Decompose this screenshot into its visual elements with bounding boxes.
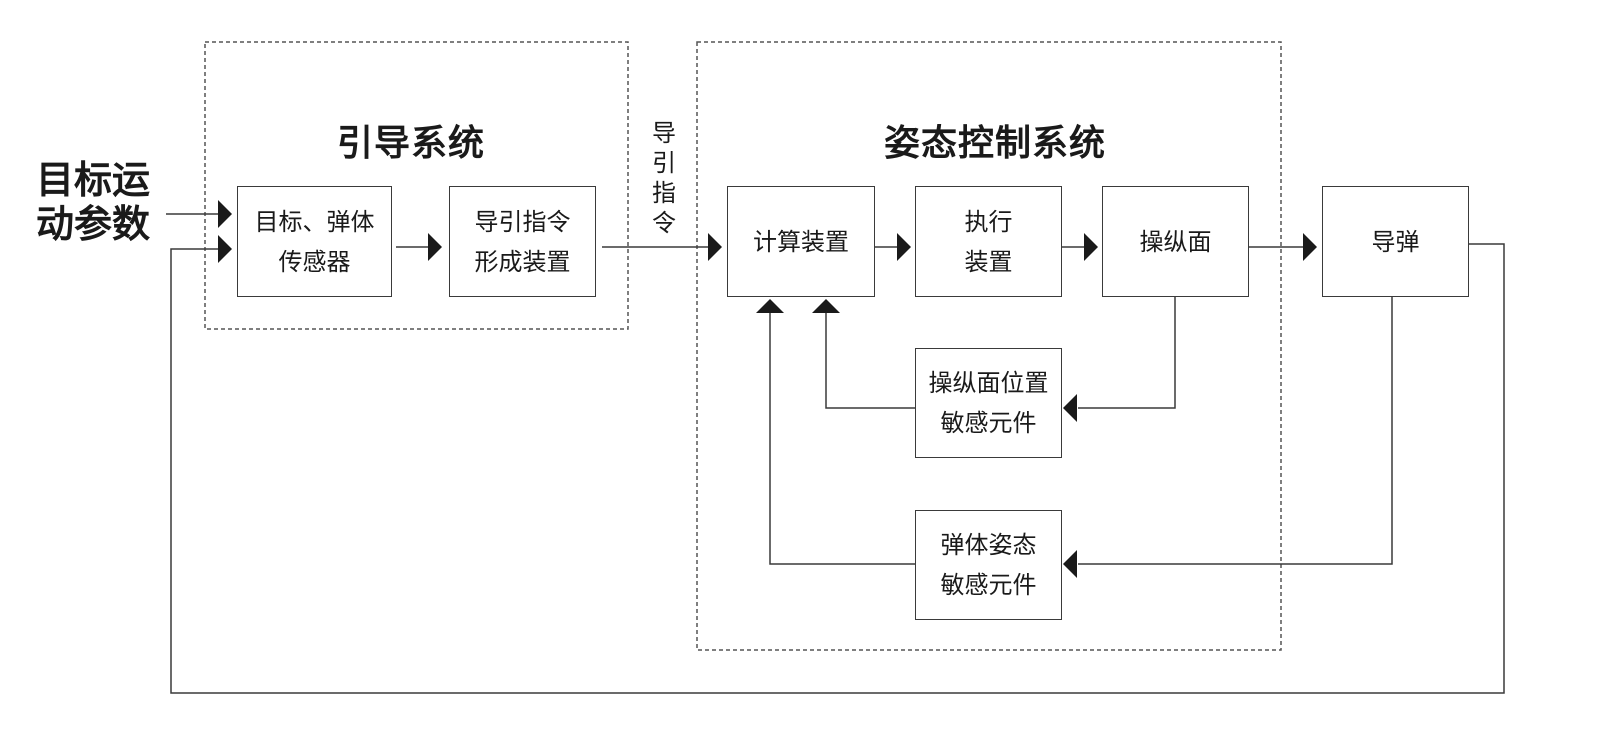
surface-position-sensor-block: 操纵面位置 敏感元件 <box>915 348 1062 458</box>
attitude-control-title: 姿态控制系统 <box>884 122 1107 164</box>
guidance-system-group <box>204 41 629 330</box>
arrow-attitude-to-computer <box>756 299 784 313</box>
missile-to-attitude-sensor-line <box>1078 296 1393 565</box>
signal-label-char: 导 <box>652 119 676 147</box>
surface-to-position-sensor-line <box>1078 296 1176 409</box>
command-former-block: 导引指令 形成装置 <box>449 186 596 297</box>
block-label: 形成装置 <box>474 247 571 276</box>
block-label: 传感器 <box>278 247 351 276</box>
missile-block: 导弹 <box>1322 186 1469 297</box>
block-label: 敏感元件 <box>940 571 1037 599</box>
arrow-to-position-sensor <box>1063 394 1077 422</box>
signal-label-char: 引 <box>652 149 676 177</box>
signal-label-char: 令 <box>652 209 676 237</box>
block-label: 装置 <box>964 247 1013 276</box>
attitude-control-group <box>696 41 1282 651</box>
arrow-feedback-in <box>218 235 232 263</box>
attitude-sensor-block: 弹体姿态 敏感元件 <box>915 510 1062 620</box>
arrow-to-missile <box>1303 233 1317 261</box>
block-label: 导弹 <box>1371 227 1420 256</box>
input-label-line-1: 目标运 <box>36 157 151 202</box>
arrow-to-former <box>428 233 442 261</box>
computer-block: 计算装置 <box>727 186 875 297</box>
block-label: 导引指令 <box>474 207 571 236</box>
arrow-input <box>218 200 232 228</box>
outer-feedback-line <box>170 243 1505 694</box>
guidance-command-label: 导 引 指 令 <box>649 118 679 238</box>
target-missile-sensor-block: 目标、弹体 传感器 <box>237 186 392 297</box>
block-label: 操纵面 <box>1139 227 1212 256</box>
input-label: 目标运 动参数 <box>36 158 150 246</box>
guidance-system-title: 引导系统 <box>337 122 486 164</box>
control-surface-block: 操纵面 <box>1102 186 1249 297</box>
block-label: 弹体姿态 <box>940 531 1037 559</box>
block-label: 敏感元件 <box>940 409 1037 437</box>
arrow-position-to-computer <box>812 299 840 313</box>
block-label: 执行 <box>964 207 1013 236</box>
arrow-to-actuator <box>897 233 911 261</box>
position-sensor-to-computer-line <box>825 312 915 409</box>
block-label: 目标、弹体 <box>254 207 375 236</box>
block-label: 操纵面位置 <box>928 369 1049 397</box>
block-label: 计算装置 <box>753 227 849 256</box>
input-label-line-2: 动参数 <box>36 201 151 246</box>
attitude-sensor-to-computer-line <box>769 312 915 565</box>
actuator-block: 执行 装置 <box>915 186 1062 297</box>
arrow-to-attitude-sensor <box>1063 550 1077 578</box>
signal-label-char: 指 <box>652 179 676 207</box>
arrow-to-surface <box>1084 233 1098 261</box>
arrow-to-computer <box>708 233 722 261</box>
